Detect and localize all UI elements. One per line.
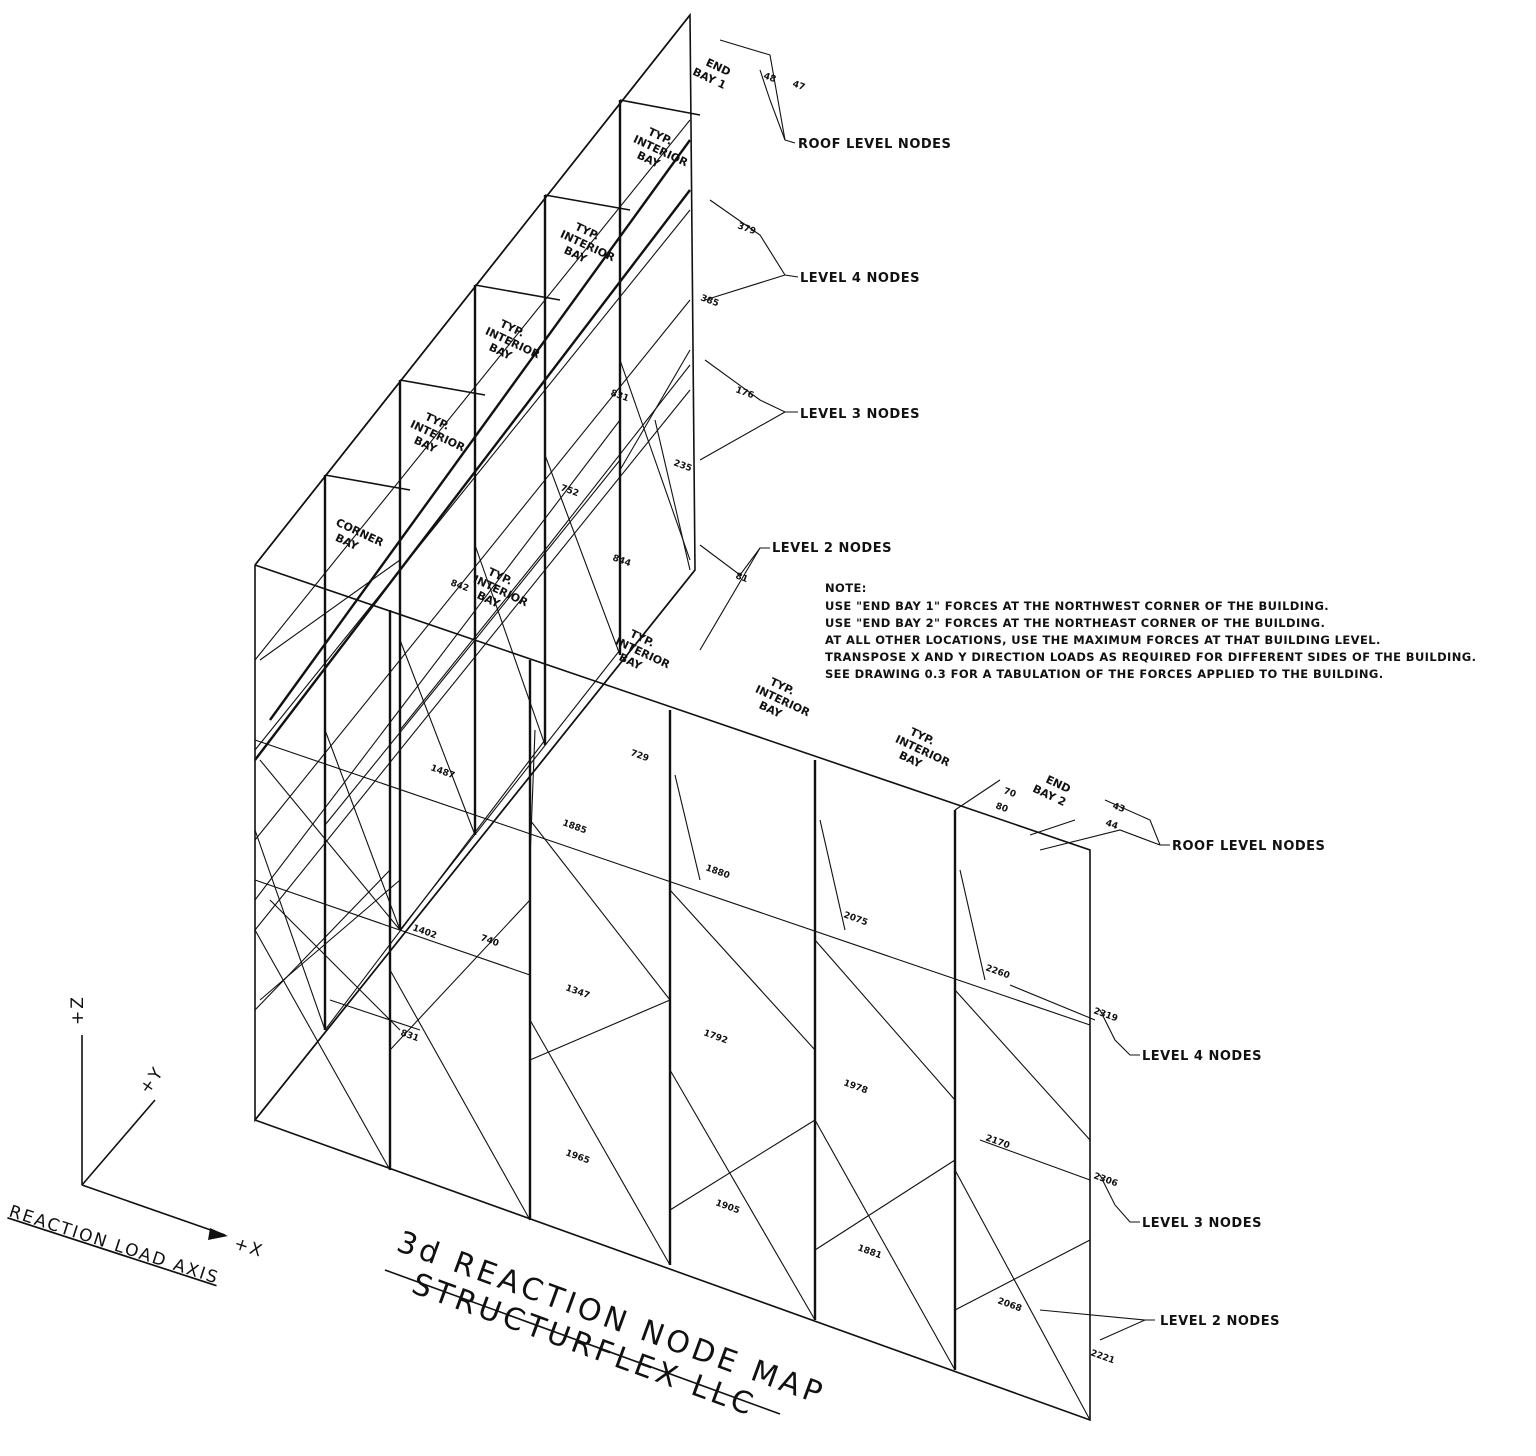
note-heading: NOTE:: [825, 581, 867, 595]
x-axis-line: [81, 1184, 226, 1236]
x-axis-arrow-icon: [208, 1228, 228, 1240]
south-level-3-label: LEVEL 3 NODES: [1142, 1216, 1262, 1231]
south-node-value: 80: [994, 801, 1009, 815]
south-node-value: 70: [1002, 786, 1017, 800]
south-node-value: 1905: [714, 1198, 741, 1216]
south-node-value: 2068: [996, 1296, 1023, 1314]
south-node-value: 1881: [856, 1243, 883, 1261]
x-axis-label: +X: [231, 1234, 266, 1262]
west-level-4-label: LEVEL 4 NODES: [800, 271, 920, 286]
south-level-2-label: LEVEL 2 NODES: [1160, 1314, 1280, 1329]
south-node-value: 1965: [564, 1148, 591, 1166]
south-node-value: 1880: [704, 863, 731, 881]
title-underline: [384, 1269, 781, 1415]
note-line-2: USE "END BAY 2" FORCES AT THE NORTHEAST …: [825, 616, 1325, 630]
note-line-1: USE "END BAY 1" FORCES AT THE NORTHWEST …: [825, 599, 1329, 613]
west-node-value: 842: [449, 578, 470, 594]
south-node-value: 2170: [984, 1133, 1011, 1151]
note-line-4: TRANSPOSE X AND Y DIRECTION LOADS AS REQ…: [825, 650, 1476, 664]
z-axis-label: +Z: [68, 995, 88, 1025]
y-axis-label: +Y: [136, 1063, 169, 1098]
west-node-value: 176: [734, 385, 755, 401]
bay-labels: END BAY 1 TYP. INTERIOR BAY TYP. INTERIO…: [333, 56, 1072, 809]
drawing-title-block: 3d REACTION NODE MAP STRUCTURFLEX LLC: [384, 1225, 830, 1424]
west-node-value: 235: [672, 458, 693, 474]
west-node-value: 379: [736, 221, 757, 237]
west-elevation-frame: [254, 12, 701, 1123]
west-node-value: 1487: [429, 763, 456, 781]
south-level-4-label: LEVEL 4 NODES: [1142, 1049, 1262, 1064]
general-note: NOTE: USE "END BAY 1" FORCES AT THE NORT…: [825, 581, 1476, 681]
axis-caption: REACTION LOAD AXIS: [6, 1202, 221, 1289]
reaction-load-axis: +Z +Y +X REACTION LOAD AXIS: [6, 995, 266, 1289]
south-node-value: 1347: [564, 983, 591, 1001]
west-node-value: 47: [791, 79, 806, 93]
note-line-3: AT ALL OTHER LOCATIONS, USE THE MAXIMUM …: [825, 633, 1381, 647]
west-roof-level-label: ROOF LEVEL NODES: [798, 137, 951, 152]
west-node-value: 844: [611, 553, 632, 569]
west-level-2-label: LEVEL 2 NODES: [772, 541, 892, 556]
west-callouts: ROOF LEVEL NODES LEVEL 4 NODES LEVEL 3 N…: [399, 39, 951, 1044]
south-elevation-frame: [254, 564, 1091, 1422]
west-level-3-label: LEVEL 3 NODES: [800, 407, 920, 422]
south-node-value: 2221: [1089, 1348, 1116, 1366]
south-roof-level-label: ROOF LEVEL NODES: [1172, 839, 1325, 854]
west-node-value: 729: [629, 748, 650, 764]
west-node-value: 81: [734, 571, 749, 585]
south-node-value: 2260: [984, 963, 1011, 981]
south-node-value: 43: [1111, 801, 1126, 815]
south-callouts: ROOF LEVEL NODES LEVEL 4 NODES LEVEL 3 N…: [561, 786, 1325, 1366]
drawing-title: 3d REACTION NODE MAP: [392, 1225, 830, 1413]
west-node-value: 831: [399, 1028, 420, 1044]
west-node-value: 48: [762, 71, 777, 85]
south-node-value: 1885: [561, 818, 588, 836]
south-node-value: 44: [1104, 818, 1119, 832]
y-axis-line: [81, 1099, 156, 1186]
south-node-value: 1792: [702, 1028, 729, 1046]
note-line-5: SEE DRAWING 0.3 FOR A TABULATION OF THE …: [825, 667, 1384, 681]
south-node-value: 2075: [842, 910, 869, 928]
south-node-value: 1978: [842, 1078, 869, 1096]
